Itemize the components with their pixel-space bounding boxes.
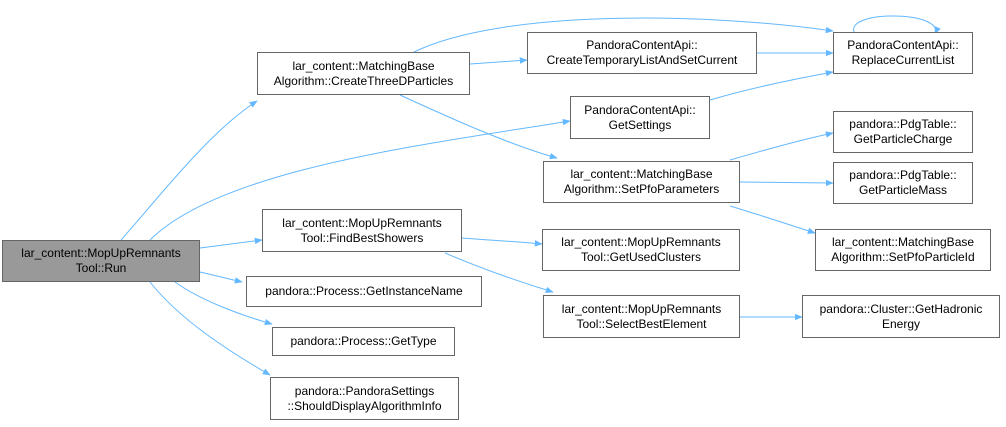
node-get-settings[interactable]: PandoraContentApi:: GetSettings [570,96,710,139]
edge-run-to-instname [199,271,243,284]
node-find-best-showers[interactable]: lar_content::MopUpRemnants Tool::FindBes… [262,209,462,252]
edge-findbest-to-selectbest [444,252,554,293]
node-get-hadronic-energy[interactable]: pandora::Cluster::GetHadronic Energy [802,295,1000,338]
node-get-particle-mass[interactable]: pandora::PdgTable:: GetParticleMass [833,162,973,204]
edge-run-to-findbest [199,237,263,249]
node-get-type[interactable]: pandora::Process::GetType [272,327,455,356]
edge-run-to-create3d [120,100,258,241]
edge-setpfo-to-pid [729,205,816,234]
edge-setpfo-to-mass [739,179,834,187]
node-should-display-algorithm-info[interactable]: pandora::PandoraSettings ::ShouldDisplay… [270,377,459,420]
node-mopupremnants-run: lar_content::MopUpRemnants Tool::Run [2,240,200,282]
node-get-used-clusters[interactable]: lar_content::MopUpRemnants Tool::GetUsed… [542,229,740,271]
edge-setpfo-to-charge [729,131,834,161]
edge-run-to-getsettings [149,118,571,241]
edge-create3d-to-setpfo [399,94,558,160]
edge-findbest-to-usedclusters [461,237,543,247]
node-set-pfo-parameters[interactable]: lar_content::MatchingBase Algorithm::Set… [543,161,740,203]
node-create-temporary-list[interactable]: PandoraContentApi:: CreateTemporaryListA… [527,32,757,74]
edge-run-to-shoulddisplay [149,281,271,376]
node-replace-current-list[interactable]: PandoraContentApi:: ReplaceCurrentList [833,32,973,74]
node-select-best-element[interactable]: lar_content::MopUpRemnants Tool::SelectB… [543,295,740,338]
node-get-instance-name[interactable]: pandora::Process::GetInstanceName [246,276,482,307]
edge-create3d-to-replace [413,17,834,53]
node-get-particle-charge[interactable]: pandora::PdgTable:: GetParticleCharge [833,111,973,153]
edges [120,15,941,376]
node-create-threed-particles[interactable]: lar_content::MatchingBase Algorithm::Cre… [257,52,470,95]
edge-create3d-to-createtemp [469,57,528,65]
edge-run-to-gettype [174,281,273,326]
edge-getsettings-to-replace [709,70,834,101]
node-set-pfo-particle-id[interactable]: lar_content::MatchingBase Algorithm::Set… [815,229,991,271]
edge-replace-self-loop [853,15,941,35]
